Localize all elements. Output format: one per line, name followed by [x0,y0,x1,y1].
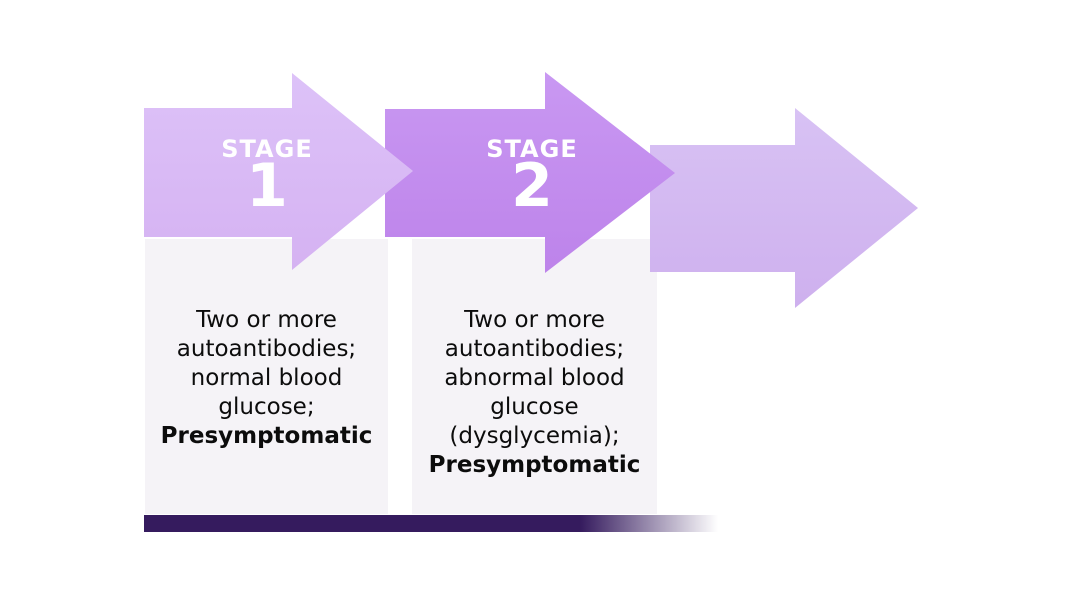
stage-1-label: STAGE 1 [144,135,390,221]
timeline-bar [144,515,718,532]
stage-1-description-line: Two or more [196,307,337,333]
stage-2-word: STAGE [486,135,578,163]
stage-2-description-line: glucose [490,394,579,420]
stage-2-description-line: (dysglycemia); [449,423,620,449]
stage-2-number: 2 [511,151,553,221]
next-stage-arrow [650,108,918,308]
stage-1-card: Two or more autoantibodies; normal blood… [145,239,388,514]
stage-1-description-line: normal blood [190,365,343,391]
stage-2-label: STAGE 2 [407,135,657,221]
stage-1-description-line: autoantibodies; [176,336,357,362]
stage-2-description-line: abnormal blood [444,365,625,391]
stage-1-description-line: glucose; [218,394,315,420]
stage-2-description-line: Two or more [464,307,605,333]
stage-1-number: 1 [246,151,288,221]
stage-2-card: Two or more autoantibodies; abnormal blo… [412,239,657,514]
stage-2-description-line: autoantibodies; [444,336,625,362]
stage-2-emphasis: Presymptomatic [428,452,641,478]
stage-1-emphasis: Presymptomatic [160,423,373,449]
stage-1-word: STAGE [221,135,313,163]
